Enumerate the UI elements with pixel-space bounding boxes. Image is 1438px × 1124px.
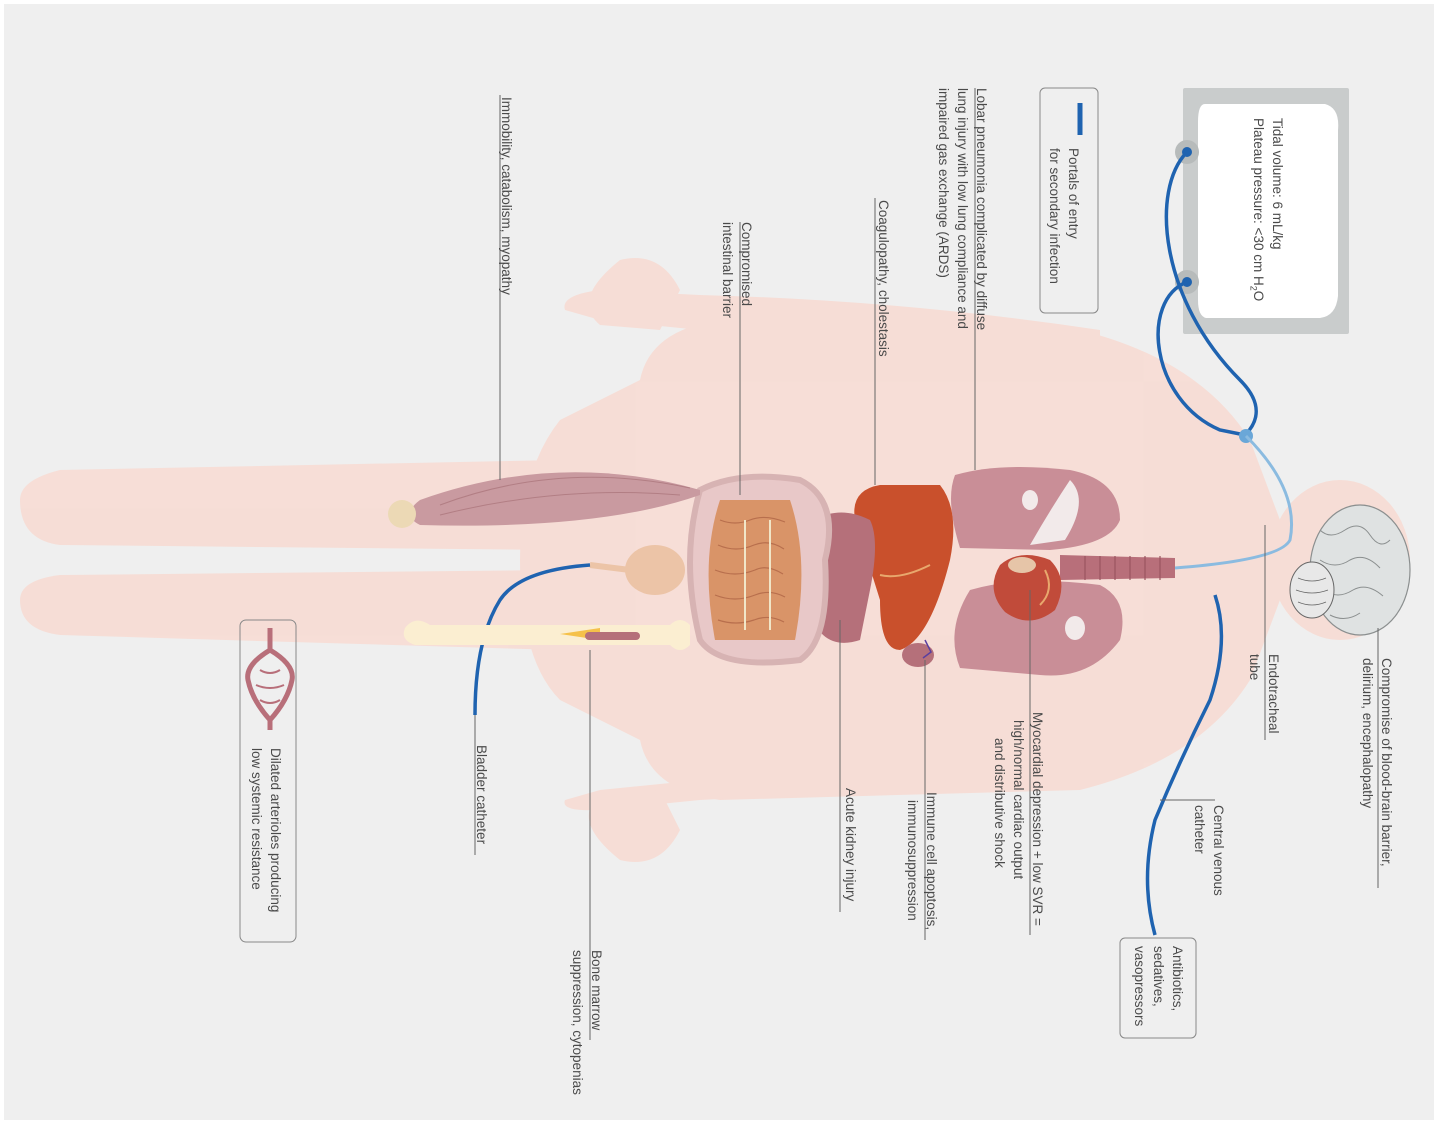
intestines <box>690 477 829 663</box>
label-drugs: Antibiotics, sedatives, vasopressors <box>1130 946 1187 1026</box>
gut-line2: intestinal barrier <box>718 222 737 318</box>
bladder <box>625 545 685 595</box>
brain-line1: Compromise of blood-brain barrier, <box>1377 658 1396 867</box>
label-immune: Immune cell apoptosis, immunosuppression <box>903 792 941 930</box>
legend-portal-line1: Portals of entry <box>1064 148 1083 284</box>
cvc-line2: catheter <box>1190 805 1209 896</box>
drugs-line1: Antibiotics, <box>1168 946 1187 1026</box>
ventilator-tidal-volume: Tidal volume: 6 mL/kg <box>1268 118 1287 301</box>
trachea <box>1060 555 1175 580</box>
label-endotracheal: Endotracheal tube <box>1245 654 1283 734</box>
endo-line1: Endotracheal <box>1264 654 1283 734</box>
bone-line2: suppression, cytopenias <box>568 950 587 1095</box>
arteriole-line1: Dilated arterioles producing <box>266 748 285 912</box>
knee <box>388 500 416 528</box>
brain-line2: delirium, encephalopathy <box>1358 658 1377 867</box>
label-bladder-catheter: Bladder catheter <box>472 745 491 844</box>
label-intestinal-barrier: Compromised intestinal barrier <box>718 222 756 318</box>
immune-line2: immunosuppression <box>903 792 922 930</box>
legend-portal-text: Portals of entry for secondary infection <box>1045 148 1083 284</box>
label-myocardial: Myocardial depression + low SVR = high/n… <box>990 712 1047 926</box>
cvc-line1: Central venous <box>1209 805 1228 896</box>
drugs-line2: sedatives, <box>1149 946 1168 1026</box>
arteriole-line2: low systemic resistance <box>247 748 266 912</box>
arteriole-icon <box>248 628 293 730</box>
label-coagulopathy: Coagulopathy, cholestasis <box>874 200 893 357</box>
immune-line1: Immune cell apoptosis, <box>922 792 941 930</box>
legend-portal-line2: for secondary infection <box>1045 148 1064 284</box>
myo-line2: high/normal cardiac output <box>1009 712 1028 926</box>
gut-line1: Compromised <box>737 222 756 318</box>
legend-arteriole-text: Dilated arterioles producing low systemi… <box>247 748 285 912</box>
lobar-line2: lung injury with low lung compliance and <box>953 88 972 330</box>
label-lobar-pneumonia: Lobar pneumonia complicated by diffuse l… <box>934 88 991 330</box>
bone-marrow <box>585 632 640 640</box>
label-muscle: Immobility, catabolism, myopathy <box>497 97 516 295</box>
plateau-tail: O <box>1251 291 1266 302</box>
label-bone-marrow: Bone marrow suppression, cytopenias <box>568 950 606 1095</box>
bladder-text: Bladder catheter <box>472 745 491 844</box>
plateau-text: Plateau pressure: <30 cm H <box>1251 118 1266 286</box>
endo-line2: tube <box>1245 654 1264 734</box>
muscle-text: Immobility, catabolism, myopathy <box>497 97 516 295</box>
myo-line3: and distributive shock <box>990 712 1009 926</box>
label-central-venous: Central venous catheter <box>1190 805 1228 896</box>
myo-line1: Myocardial depression + low SVR = <box>1028 712 1047 926</box>
drugs-line3: vasopressors <box>1130 946 1149 1026</box>
lobar-line1: Lobar pneumonia complicated by diffuse <box>972 88 991 330</box>
ventilator-settings: Tidal volume: 6 mL/kg Plateau pressure: … <box>1243 118 1287 301</box>
label-kidney: Acute kidney injury <box>841 788 860 901</box>
aki-text: Acute kidney injury <box>841 788 860 901</box>
spleen <box>902 643 934 667</box>
lobar-line3: impaired gas exchange (ARDS) <box>934 88 953 330</box>
coag-text: Coagulopathy, cholestasis <box>874 200 893 357</box>
bone-line1: Bone marrow <box>587 950 606 1095</box>
ventilator-plateau-pressure: Plateau pressure: <30 cm H2O <box>1243 118 1268 301</box>
label-brain: Compromise of blood-brain barrier, delir… <box>1358 658 1396 867</box>
